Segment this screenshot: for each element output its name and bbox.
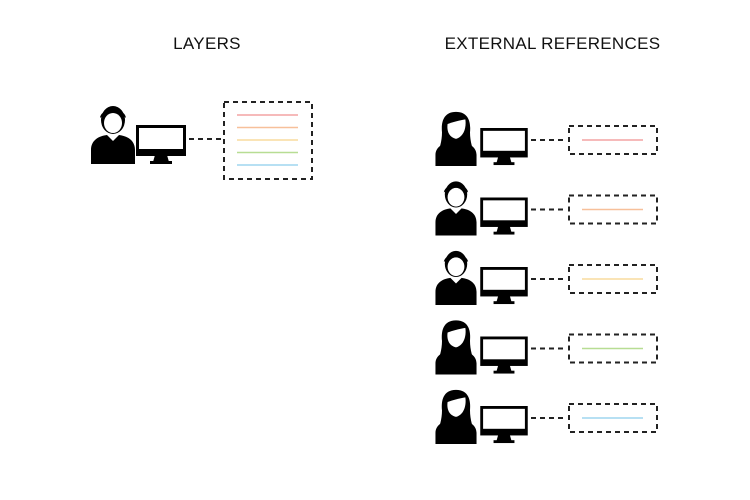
woman-icon — [435, 111, 477, 166]
man-icon — [435, 250, 477, 305]
monitor-icon — [480, 267, 528, 305]
reference-row — [435, 111, 658, 166]
reference-row — [435, 389, 658, 444]
layers-group — [91, 101, 313, 180]
layer-lines — [237, 114, 298, 166]
man-icon — [435, 181, 477, 236]
reference-file-box — [568, 264, 658, 294]
reference-row — [435, 320, 658, 375]
external-references-title: EXTERNAL REFERENCES — [444, 34, 661, 53]
external-references-group — [435, 111, 658, 444]
layered-file-box — [223, 101, 313, 180]
monitor-icon — [480, 336, 528, 375]
reference-file-box — [568, 194, 658, 225]
layers-title: LAYERS — [173, 34, 241, 53]
monitor-icon — [480, 406, 528, 444]
reference-file-box — [568, 333, 658, 364]
woman-icon — [435, 320, 477, 375]
monitor-icon — [136, 125, 186, 165]
man-icon — [91, 106, 135, 164]
woman-icon — [435, 389, 477, 444]
monitor-icon — [480, 128, 528, 166]
reference-file-box — [568, 403, 658, 433]
monitor-icon — [480, 197, 528, 236]
reference-row — [435, 181, 658, 236]
reference-row — [435, 250, 658, 305]
reference-file-box — [568, 125, 658, 155]
